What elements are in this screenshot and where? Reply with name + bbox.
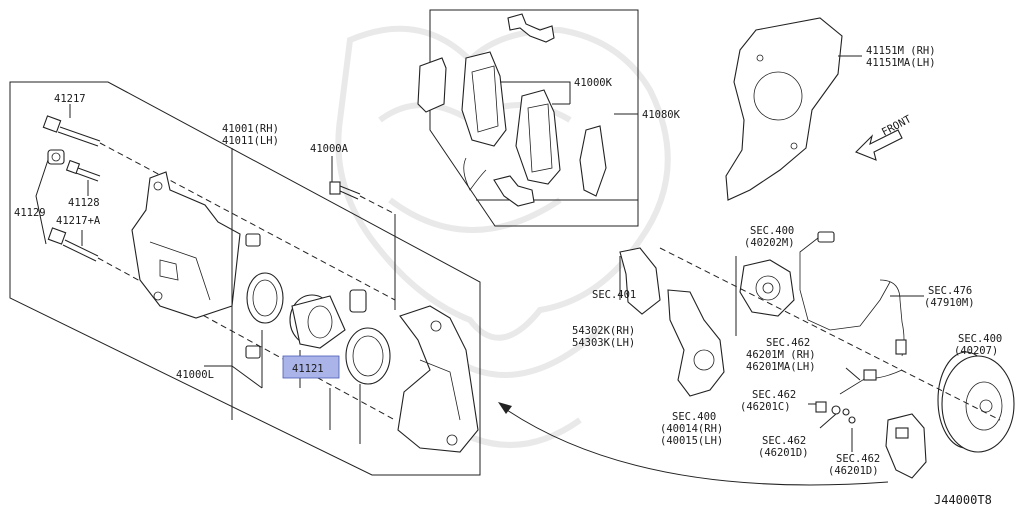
dust-shield[interactable] xyxy=(725,17,843,201)
label-41217a: 41217+A xyxy=(56,215,101,227)
brake-pad-inner[interactable] xyxy=(515,89,561,185)
label-41129: 41129 xyxy=(14,207,46,219)
knuckle[interactable] xyxy=(667,289,725,397)
highlight-41121 xyxy=(282,355,340,379)
label-41151ma: 41151MA(LH) xyxy=(866,57,936,69)
axis-line-right xyxy=(659,247,1001,421)
bolt-41217[interactable] xyxy=(42,115,101,147)
figure-code: J44000T8 xyxy=(934,493,992,507)
bolt-41128[interactable] xyxy=(65,159,101,182)
piston-boot[interactable] xyxy=(345,327,391,385)
label-sec462c-1: SEC.462 xyxy=(762,435,806,447)
splash-bracket[interactable] xyxy=(619,247,661,315)
label-sec462c-2: (46201D) xyxy=(758,447,809,459)
label-41000a: 41000A xyxy=(310,143,349,155)
wheel-hub[interactable] xyxy=(739,259,795,317)
shim-clip-bottom[interactable] xyxy=(493,175,535,207)
leader-sec462c xyxy=(819,413,837,429)
piston-seal[interactable] xyxy=(246,272,284,324)
nut-lower[interactable] xyxy=(245,345,261,359)
bleeder-41000a[interactable] xyxy=(329,181,361,200)
caliper-mini[interactable] xyxy=(885,413,927,479)
label-sec462a-1: SEC.462 xyxy=(766,337,810,349)
brake-pad-outer[interactable] xyxy=(461,51,507,147)
brake-hose-upper[interactable] xyxy=(879,279,907,357)
label-41011: 41011(LH) xyxy=(222,135,279,147)
labels: 41217 41129 41128 41217+A 41001(RH) 4101… xyxy=(14,45,1002,507)
label-sec400c-3: (40015(LH) xyxy=(660,435,723,447)
label-sec400a-2: (40202M) xyxy=(744,237,795,249)
bolt-41217a[interactable] xyxy=(47,227,99,262)
label-41128: 41128 xyxy=(68,197,100,209)
abs-sensor[interactable] xyxy=(799,231,891,331)
brake-hose-lower[interactable] xyxy=(839,369,903,395)
label-sec462a-3: 46201MA(LH) xyxy=(746,361,816,373)
assembly-arrowhead xyxy=(498,402,512,414)
label-sec476-2: (47910M) xyxy=(924,297,975,309)
guide-bushing[interactable] xyxy=(349,289,367,313)
label-41000l: 41000L xyxy=(176,369,214,381)
shim-clip-top[interactable] xyxy=(507,13,555,43)
label-sec401-3: 54303K(LH) xyxy=(572,337,635,349)
label-sec462d-2: (46201D) xyxy=(828,465,879,477)
leader-sec462a xyxy=(845,367,861,381)
label-sec462d-1: SEC.462 xyxy=(836,453,880,465)
outer-shim[interactable] xyxy=(417,57,447,113)
nut-upper[interactable] xyxy=(245,233,261,247)
label-41000k: 41000K xyxy=(574,77,613,89)
label-sec400b-1: SEC.400 xyxy=(958,333,1002,345)
banjo-bolt[interactable] xyxy=(815,401,841,415)
label-41217: 41217 xyxy=(54,93,86,105)
label-sec401-1: SEC.401 xyxy=(592,289,636,301)
axis-line-upper xyxy=(99,142,396,301)
axis-line-lower xyxy=(97,257,396,421)
pin-41129[interactable] xyxy=(47,149,65,165)
label-sec400b-2: (40207) xyxy=(954,345,998,357)
inner-shim[interactable] xyxy=(579,125,607,197)
leader-41000l-extra xyxy=(329,384,361,444)
caliper-assembly-box xyxy=(9,81,481,476)
label-sec401-2: 54302K(RH) xyxy=(572,325,635,337)
caliper-body[interactable] xyxy=(131,171,241,319)
bleeder-dashed-line xyxy=(359,195,396,215)
piston[interactable] xyxy=(289,294,346,349)
wear-sensor-wire[interactable] xyxy=(463,157,487,191)
label-41121: 41121 xyxy=(292,363,324,375)
label-41151m: 41151M (RH) xyxy=(866,45,936,57)
front-arrow xyxy=(855,129,903,161)
label-sec462b-1: SEC.462 xyxy=(752,389,796,401)
label-41001: 41001(RH) xyxy=(222,123,279,135)
label-41080k: 41080K xyxy=(642,109,681,121)
label-sec462a-2: 46201M (RH) xyxy=(746,349,816,361)
leader-41000k xyxy=(500,81,571,105)
label-sec400a-1: SEC.400 xyxy=(750,225,794,237)
label-sec400c-1: SEC.400 xyxy=(672,411,716,423)
watermark-emblem xyxy=(335,25,671,448)
label-sec400c-2: (40014(RH) xyxy=(660,423,723,435)
assembly-arrow xyxy=(503,407,889,486)
brake-rotor[interactable] xyxy=(937,351,1015,453)
caliper-bracket[interactable] xyxy=(397,305,479,453)
leader-41129-bracket xyxy=(35,159,49,245)
label-sec476-1: SEC.476 xyxy=(928,285,972,297)
label-sec462b-2: (46201C) xyxy=(740,401,791,413)
copper-washers[interactable] xyxy=(842,408,856,424)
